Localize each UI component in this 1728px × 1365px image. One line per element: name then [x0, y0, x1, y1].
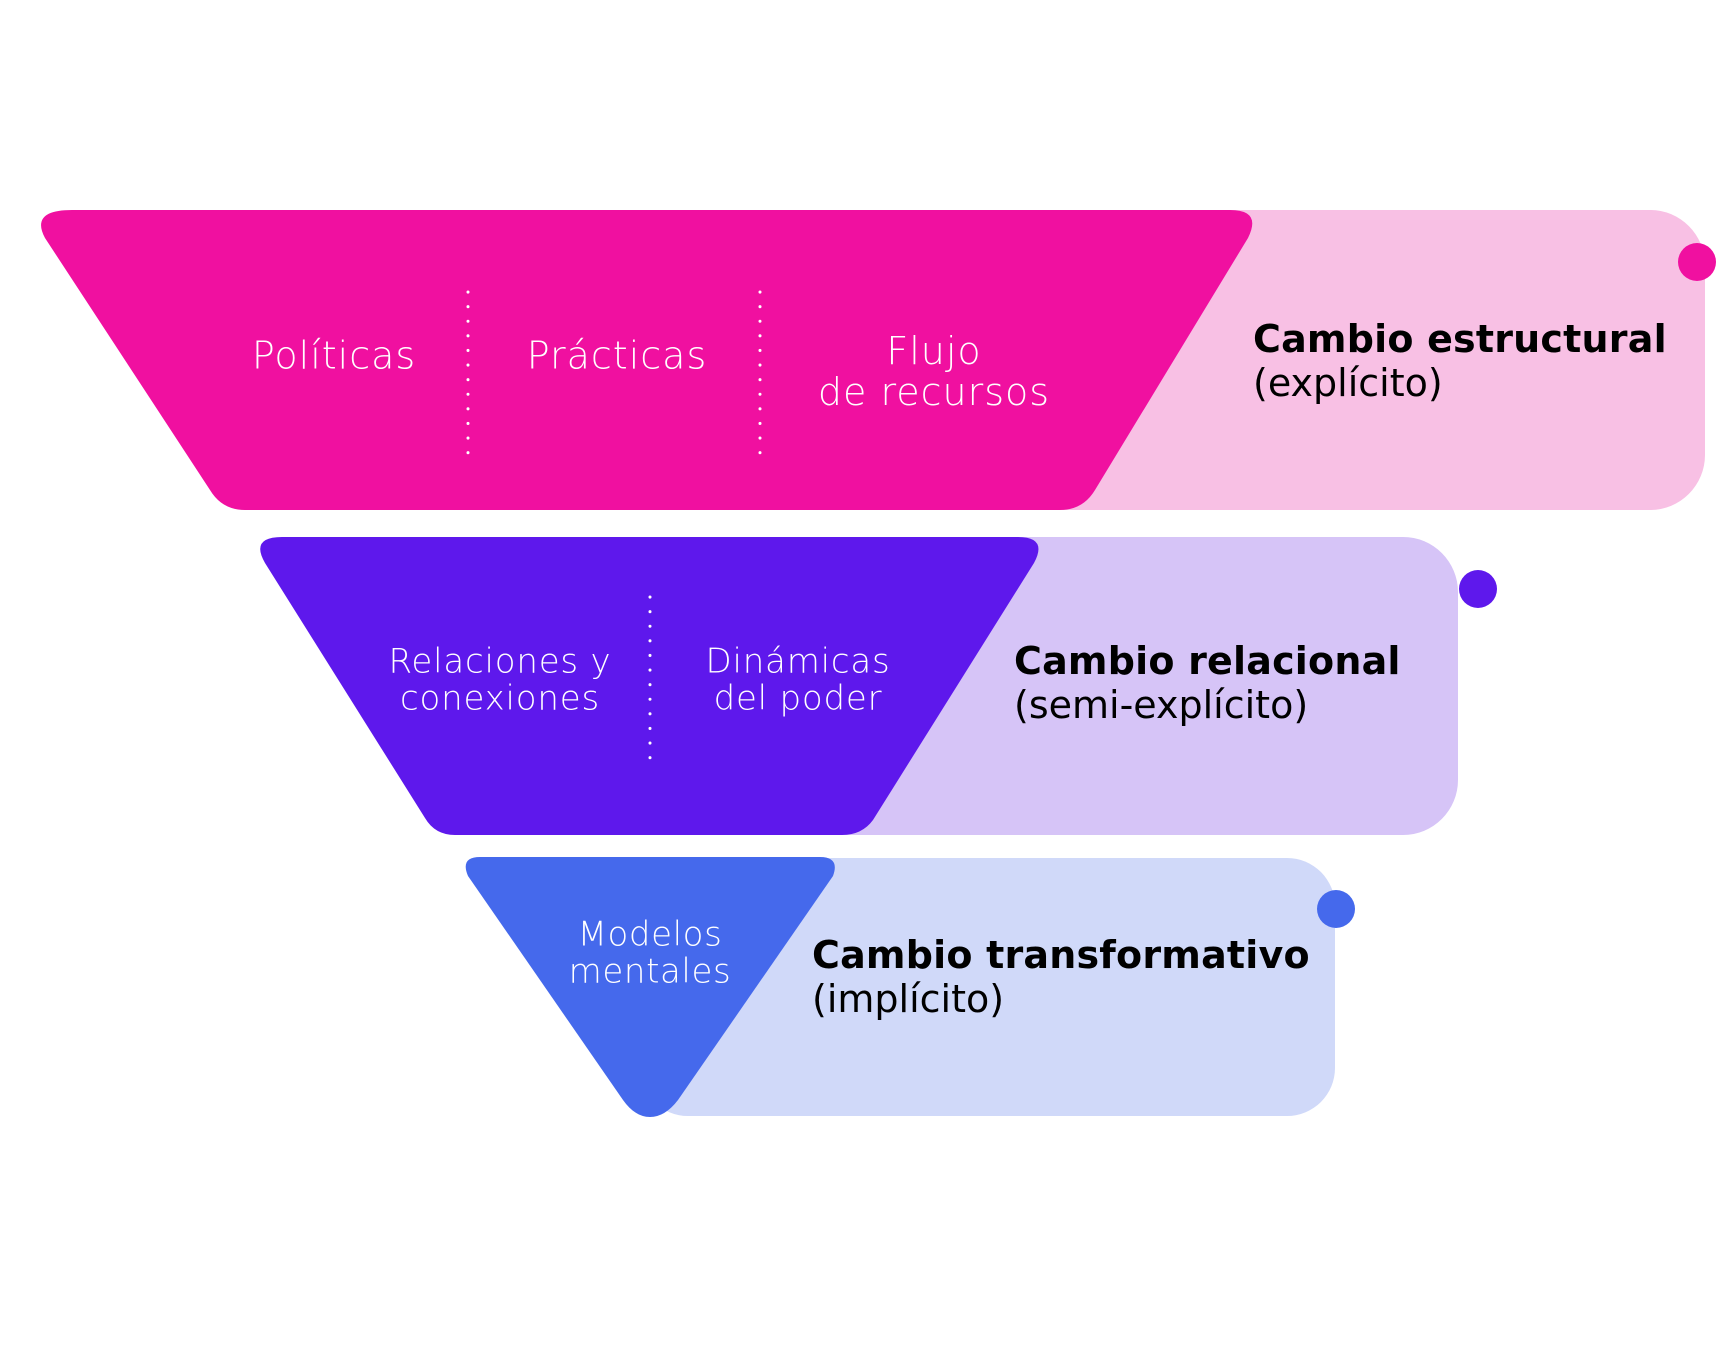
tier-structural-subtitle: (explícito) [1253, 360, 1443, 405]
tier-transformative-panel [640, 858, 1335, 1116]
tier-transformative [465, 857, 1355, 1117]
tier-transformative-triangle [465, 857, 835, 1117]
tier-relational-dot-icon [1459, 570, 1497, 608]
tier-structural-dot-icon [1678, 243, 1716, 281]
tier-structural-title: Cambio estructural [1253, 317, 1667, 361]
tier-transformative-dot-icon [1317, 890, 1355, 928]
tier-relational-title: Cambio relacional [1014, 639, 1401, 683]
tier-structural-item-resource-flow: Flujo de recursos [817, 328, 1051, 414]
tier-relational-item-relationships: Relaciones y conexiones [388, 641, 612, 719]
tier-transformative-item-mental-models: Modelos mentales [568, 914, 732, 992]
tier-structural-item-policies: Políticas [251, 333, 417, 378]
tier-structural-trapezoid [41, 210, 1253, 510]
tier-relational-item-power-dynamics: Dinámicas del poder [705, 641, 891, 719]
tier-transformative-subtitle: (implícito) [812, 976, 1005, 1021]
tier-transformative-description: Cambio transformativo (implícito) [812, 933, 1310, 1021]
tier-structural [41, 210, 1716, 510]
tier-relational [260, 537, 1497, 835]
tier-structural-item-practices: Prácticas [526, 333, 708, 378]
tier-transformative-title: Cambio transformativo [812, 933, 1310, 977]
tier-relational-subtitle: (semi-explícito) [1014, 682, 1309, 727]
tier-relational-description: Cambio relacional (semi-explícito) [1014, 639, 1401, 727]
tier-structural-description: Cambio estructural (explícito) [1253, 317, 1667, 405]
